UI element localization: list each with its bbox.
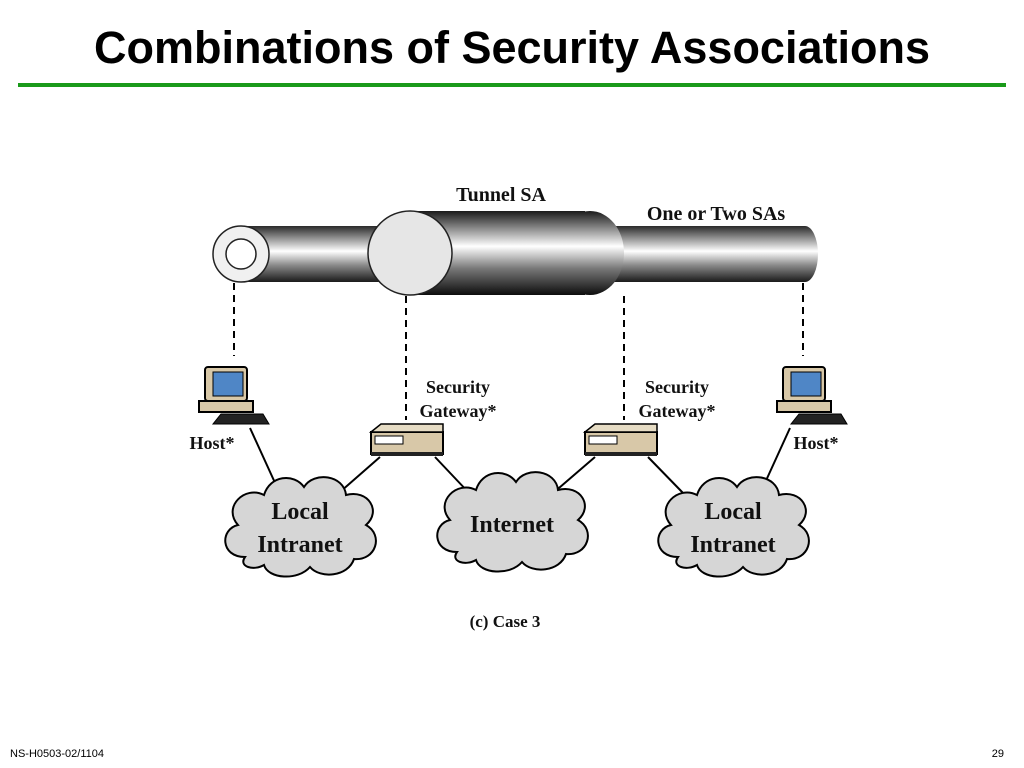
inner-sa-label: One or Two SAs — [647, 203, 786, 225]
right-gateway-label-line1: Security — [645, 377, 709, 397]
link-left-host-to-left-cloud — [249, 427, 277, 486]
link-right-gateway-to-right-cloud — [647, 456, 685, 495]
right-gateway-device — [582, 423, 658, 456]
slide-title: Combinations of Security Associations — [94, 22, 930, 73]
left-cloud-label-line2: Intranet — [257, 532, 342, 558]
left-gateway-label-line1: Security — [426, 377, 490, 397]
left-gateway-label-line2: Gateway* — [420, 401, 497, 421]
right-cloud-label-line1: Local — [704, 499, 762, 525]
footer-page-number: 29 — [991, 748, 1004, 760]
left-gateway-device — [368, 423, 444, 456]
right-host-label: Host* — [794, 433, 839, 453]
left-host-label: Host* — [190, 433, 235, 453]
tunnel-sa-label: Tunnel SA — [456, 184, 546, 206]
left-local-intranet-cloud — [224, 476, 377, 578]
internet-cloud-label: Internet — [470, 512, 554, 538]
link-left-cloud-to-left-gateway — [339, 456, 381, 493]
tunnel-sa-pipe — [367, 210, 624, 296]
dashed-connectors — [233, 283, 804, 420]
right-gateway-label-line2: Gateway* — [639, 401, 716, 421]
right-cloud-label-line2: Intranet — [690, 532, 775, 558]
left-host-computer — [198, 366, 270, 425]
footer-course-code: NS-H0503-02/1104 — [10, 748, 104, 760]
internet-cloud — [436, 471, 589, 573]
title-underline — [18, 83, 1006, 87]
diagram-caption: (c) Case 3 — [470, 612, 541, 631]
right-host-computer — [776, 366, 848, 425]
link-internet-to-right-gateway — [551, 456, 596, 495]
left-cloud-label-line1: Local — [271, 499, 329, 525]
link-right-cloud-to-right-host — [763, 427, 791, 486]
right-local-intranet-cloud — [657, 476, 810, 578]
